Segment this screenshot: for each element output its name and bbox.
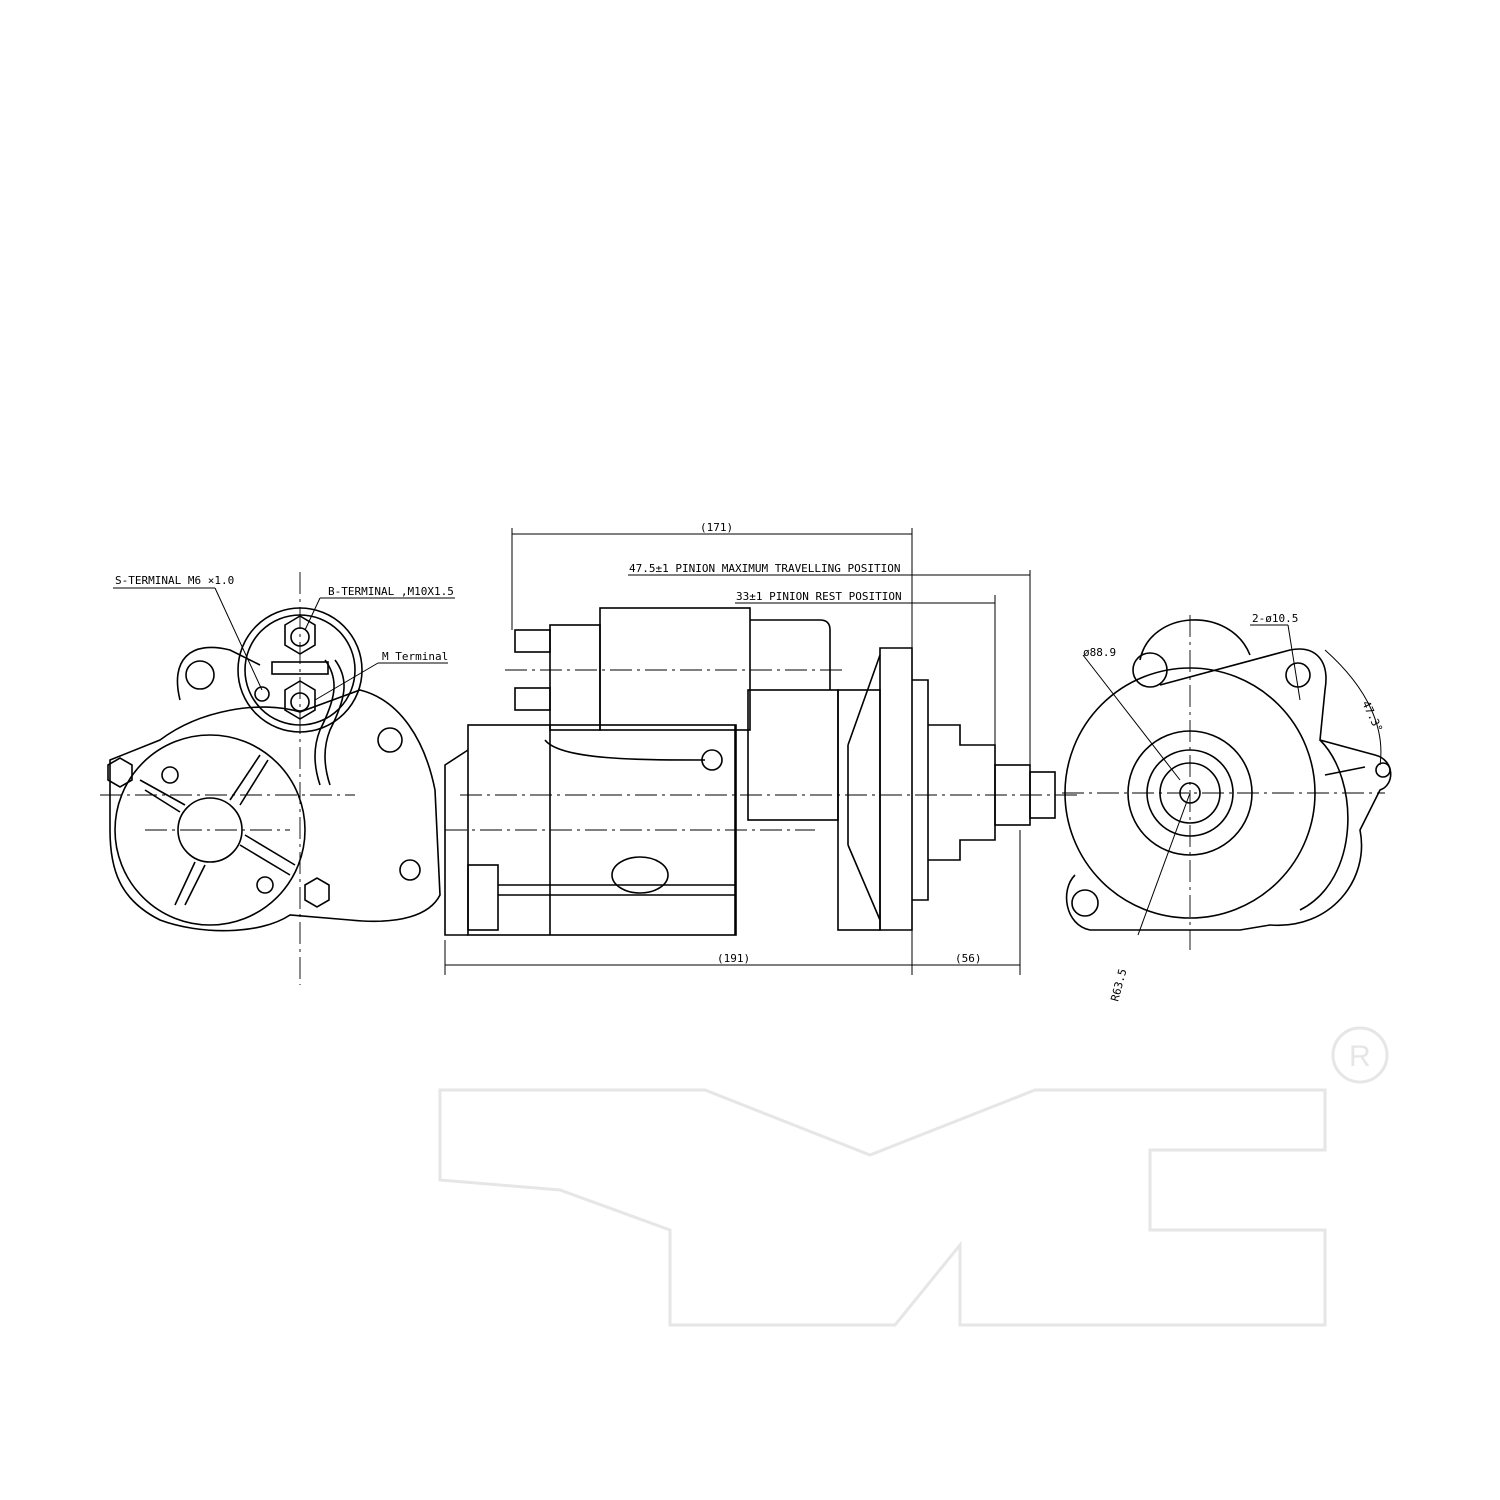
pilot-diameter-label: ø88.9 [1083,646,1116,659]
rear-view: S-TERMINAL M6 ×1.0 B-TERMINAL ,M10X1.5 M… [100,572,455,985]
pinion-max-label: 47.5±1 PINION MAXIMUM TRAVELLING POSITIO… [629,562,901,575]
front-view: ø88.9 2-ø10.5 47.3° R63.5 [1062,612,1392,1003]
svg-text:R: R [1349,1040,1371,1073]
angle-label: 47.3° [1359,699,1385,735]
dim-191: (191) [717,952,750,965]
tyc-logo: R [438,1026,1389,1327]
s-terminal-label: S-TERMINAL M6 ×1.0 [115,574,234,587]
radius-label: R63.5 [1108,967,1129,1002]
m-terminal-label: M Terminal [382,650,448,663]
pinion-rest-label: 33±1 PINION REST POSITION [736,590,902,603]
b-terminal-label: B-TERMINAL ,M10X1.5 [328,585,454,598]
side-view: (171) 47.5±1 PINION MAXIMUM TRAVELLING P… [444,521,1080,975]
registered-mark-icon [1331,1026,1389,1084]
mounting-holes-label: 2-ø10.5 [1252,612,1298,625]
dim-171: (171) [700,521,733,534]
dim-56: (56) [955,952,982,965]
